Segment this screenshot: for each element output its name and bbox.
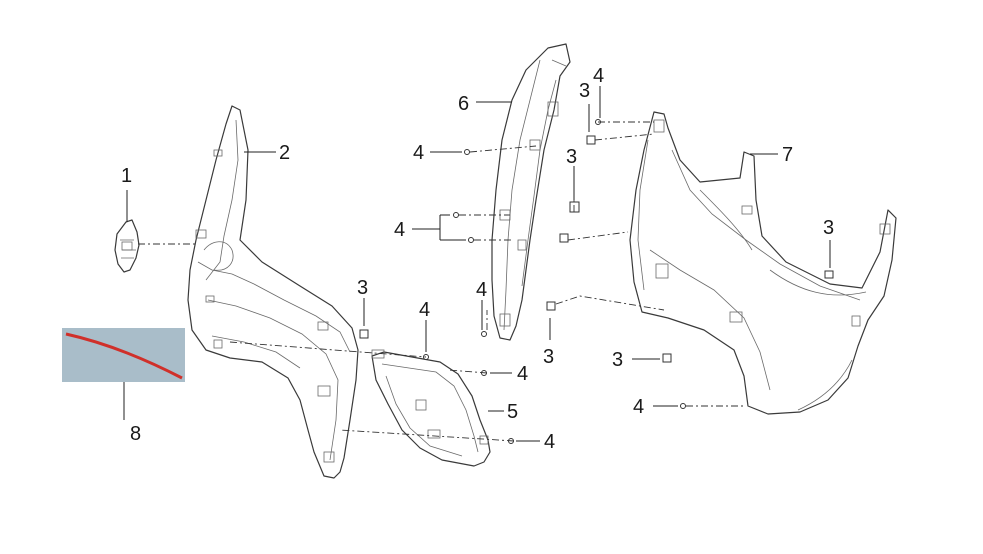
- callout-4-h: 4: [633, 396, 644, 418]
- callout-4-a: 4: [593, 65, 604, 87]
- callout-4-e: 4: [419, 299, 430, 321]
- callout-4-g: 4: [544, 431, 555, 453]
- callout-3-e: 3: [823, 217, 834, 239]
- part-7-leg-shield: [629, 111, 897, 415]
- callout-3-d: 3: [543, 346, 554, 368]
- callout-4-f: 4: [517, 363, 528, 385]
- part-5-lower-inner-panel: [371, 349, 491, 467]
- callout-3-c: 3: [357, 277, 368, 299]
- callout-3-b: 3: [566, 146, 577, 168]
- callout-1: 1: [121, 165, 132, 187]
- part-6-side-strip: [491, 43, 571, 341]
- part-8-decal: [62, 328, 185, 382]
- part-2-left-front-cover: [187, 105, 359, 479]
- callout-2: 2: [279, 142, 290, 164]
- leader-lines: [123, 86, 831, 442]
- callout-4-c: 4: [394, 219, 405, 241]
- callout-3-a: 3: [579, 80, 590, 102]
- callout-4-b: 4: [413, 142, 424, 164]
- callout-7: 7: [782, 144, 793, 166]
- callout-3-f: 3: [612, 349, 623, 371]
- callout-4-d: 4: [476, 279, 487, 301]
- fasteners: [359, 119, 834, 444]
- callout-8: 8: [130, 423, 141, 445]
- part-1-emblem: [114, 219, 140, 273]
- callout-6: 6: [458, 93, 469, 115]
- callout-5: 5: [507, 401, 518, 423]
- assembly-lines: [138, 121, 746, 442]
- callout-labels: 1 2 8 6 7 5 3 3 3 3 3 3 4 4 4 4 4 4 4 4: [121, 65, 834, 453]
